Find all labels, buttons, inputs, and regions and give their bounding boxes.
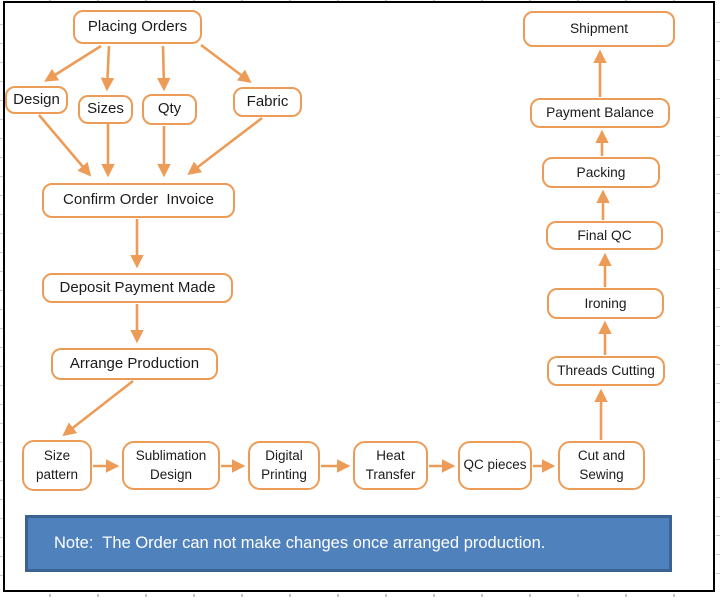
gridline-stubs-top [3, 0, 715, 2]
node-label: QC pieces [463, 457, 527, 473]
node-digital-printing: Digital Printing [248, 441, 320, 490]
node-placing-orders: Placing Orders [73, 10, 202, 44]
node-label: Placing Orders [87, 17, 188, 35]
node-label: Size pattern [35, 447, 79, 482]
note-text: Note: The Order can not make changes onc… [54, 534, 546, 552]
arrow-design-confirm [38, 114, 92, 177]
gridline-stubs-right [716, 4, 720, 592]
node-label: Shipment [569, 21, 629, 37]
node-label: Deposit Payment Made [59, 278, 216, 296]
node-label: Qty [157, 100, 182, 118]
node-packing: Packing [542, 157, 660, 188]
arrow-fabric-confirm [187, 116, 263, 176]
arrow-arrange-size-pattern [62, 379, 134, 437]
gridline-stubs-bottom [3, 594, 715, 597]
node-qc-pieces: QC pieces [458, 441, 532, 490]
node-qty: Qty [142, 94, 197, 125]
arrow-placing-orders-design [44, 44, 102, 82]
node-label: Cut and Sewing [577, 447, 629, 482]
arrow-placing-orders-sizes [100, 45, 115, 92]
node-label: Fabric [246, 92, 289, 110]
node-label: Design [13, 90, 60, 108]
node-threads-cutting: Threads Cutting [547, 356, 665, 386]
node-cut-and-sewing: Cut and Sewing [558, 441, 645, 490]
node-label: Sublimation Design [135, 447, 211, 482]
node-payment-balance: Payment Balance [530, 98, 670, 128]
node-label: Payment Balance [546, 105, 654, 121]
node-final-qc: Final QC [546, 221, 663, 250]
node-sizes: Sizes [78, 95, 133, 124]
node-label: Confirm Order Invoice [63, 191, 214, 209]
node-fabric: Fabric [233, 87, 302, 117]
node-label: Digital Printing [261, 447, 307, 482]
node-design: Design [5, 86, 68, 114]
node-label: Packing [576, 164, 626, 180]
node-label: Heat Transfer [365, 447, 416, 482]
node-arrange-production: Arrange Production [51, 348, 218, 380]
node-label: Final QC [577, 227, 632, 243]
node-label: Arrange Production [69, 354, 200, 372]
node-deposit-payment-made: Deposit Payment Made [42, 273, 233, 303]
node-label: Ironing [584, 295, 627, 311]
node-label: Sizes [87, 100, 124, 118]
node-ironing: Ironing [547, 288, 664, 319]
node-confirm-order-invoice: Confirm Order Invoice [42, 183, 235, 218]
node-label: Threads Cutting [557, 363, 655, 379]
gridline-stubs-left [0, 6, 3, 592]
node-sublimation-design: Sublimation Design [122, 441, 220, 490]
node-heat-transfer: Heat Transfer [353, 441, 428, 490]
note-banner: Note: The Order can not make changes onc… [25, 515, 672, 572]
node-shipment: Shipment [523, 11, 675, 47]
node-size-pattern: Size pattern [22, 440, 92, 491]
arrow-placing-orders-fabric [200, 43, 252, 84]
arrow-placing-orders-qty [157, 45, 171, 92]
